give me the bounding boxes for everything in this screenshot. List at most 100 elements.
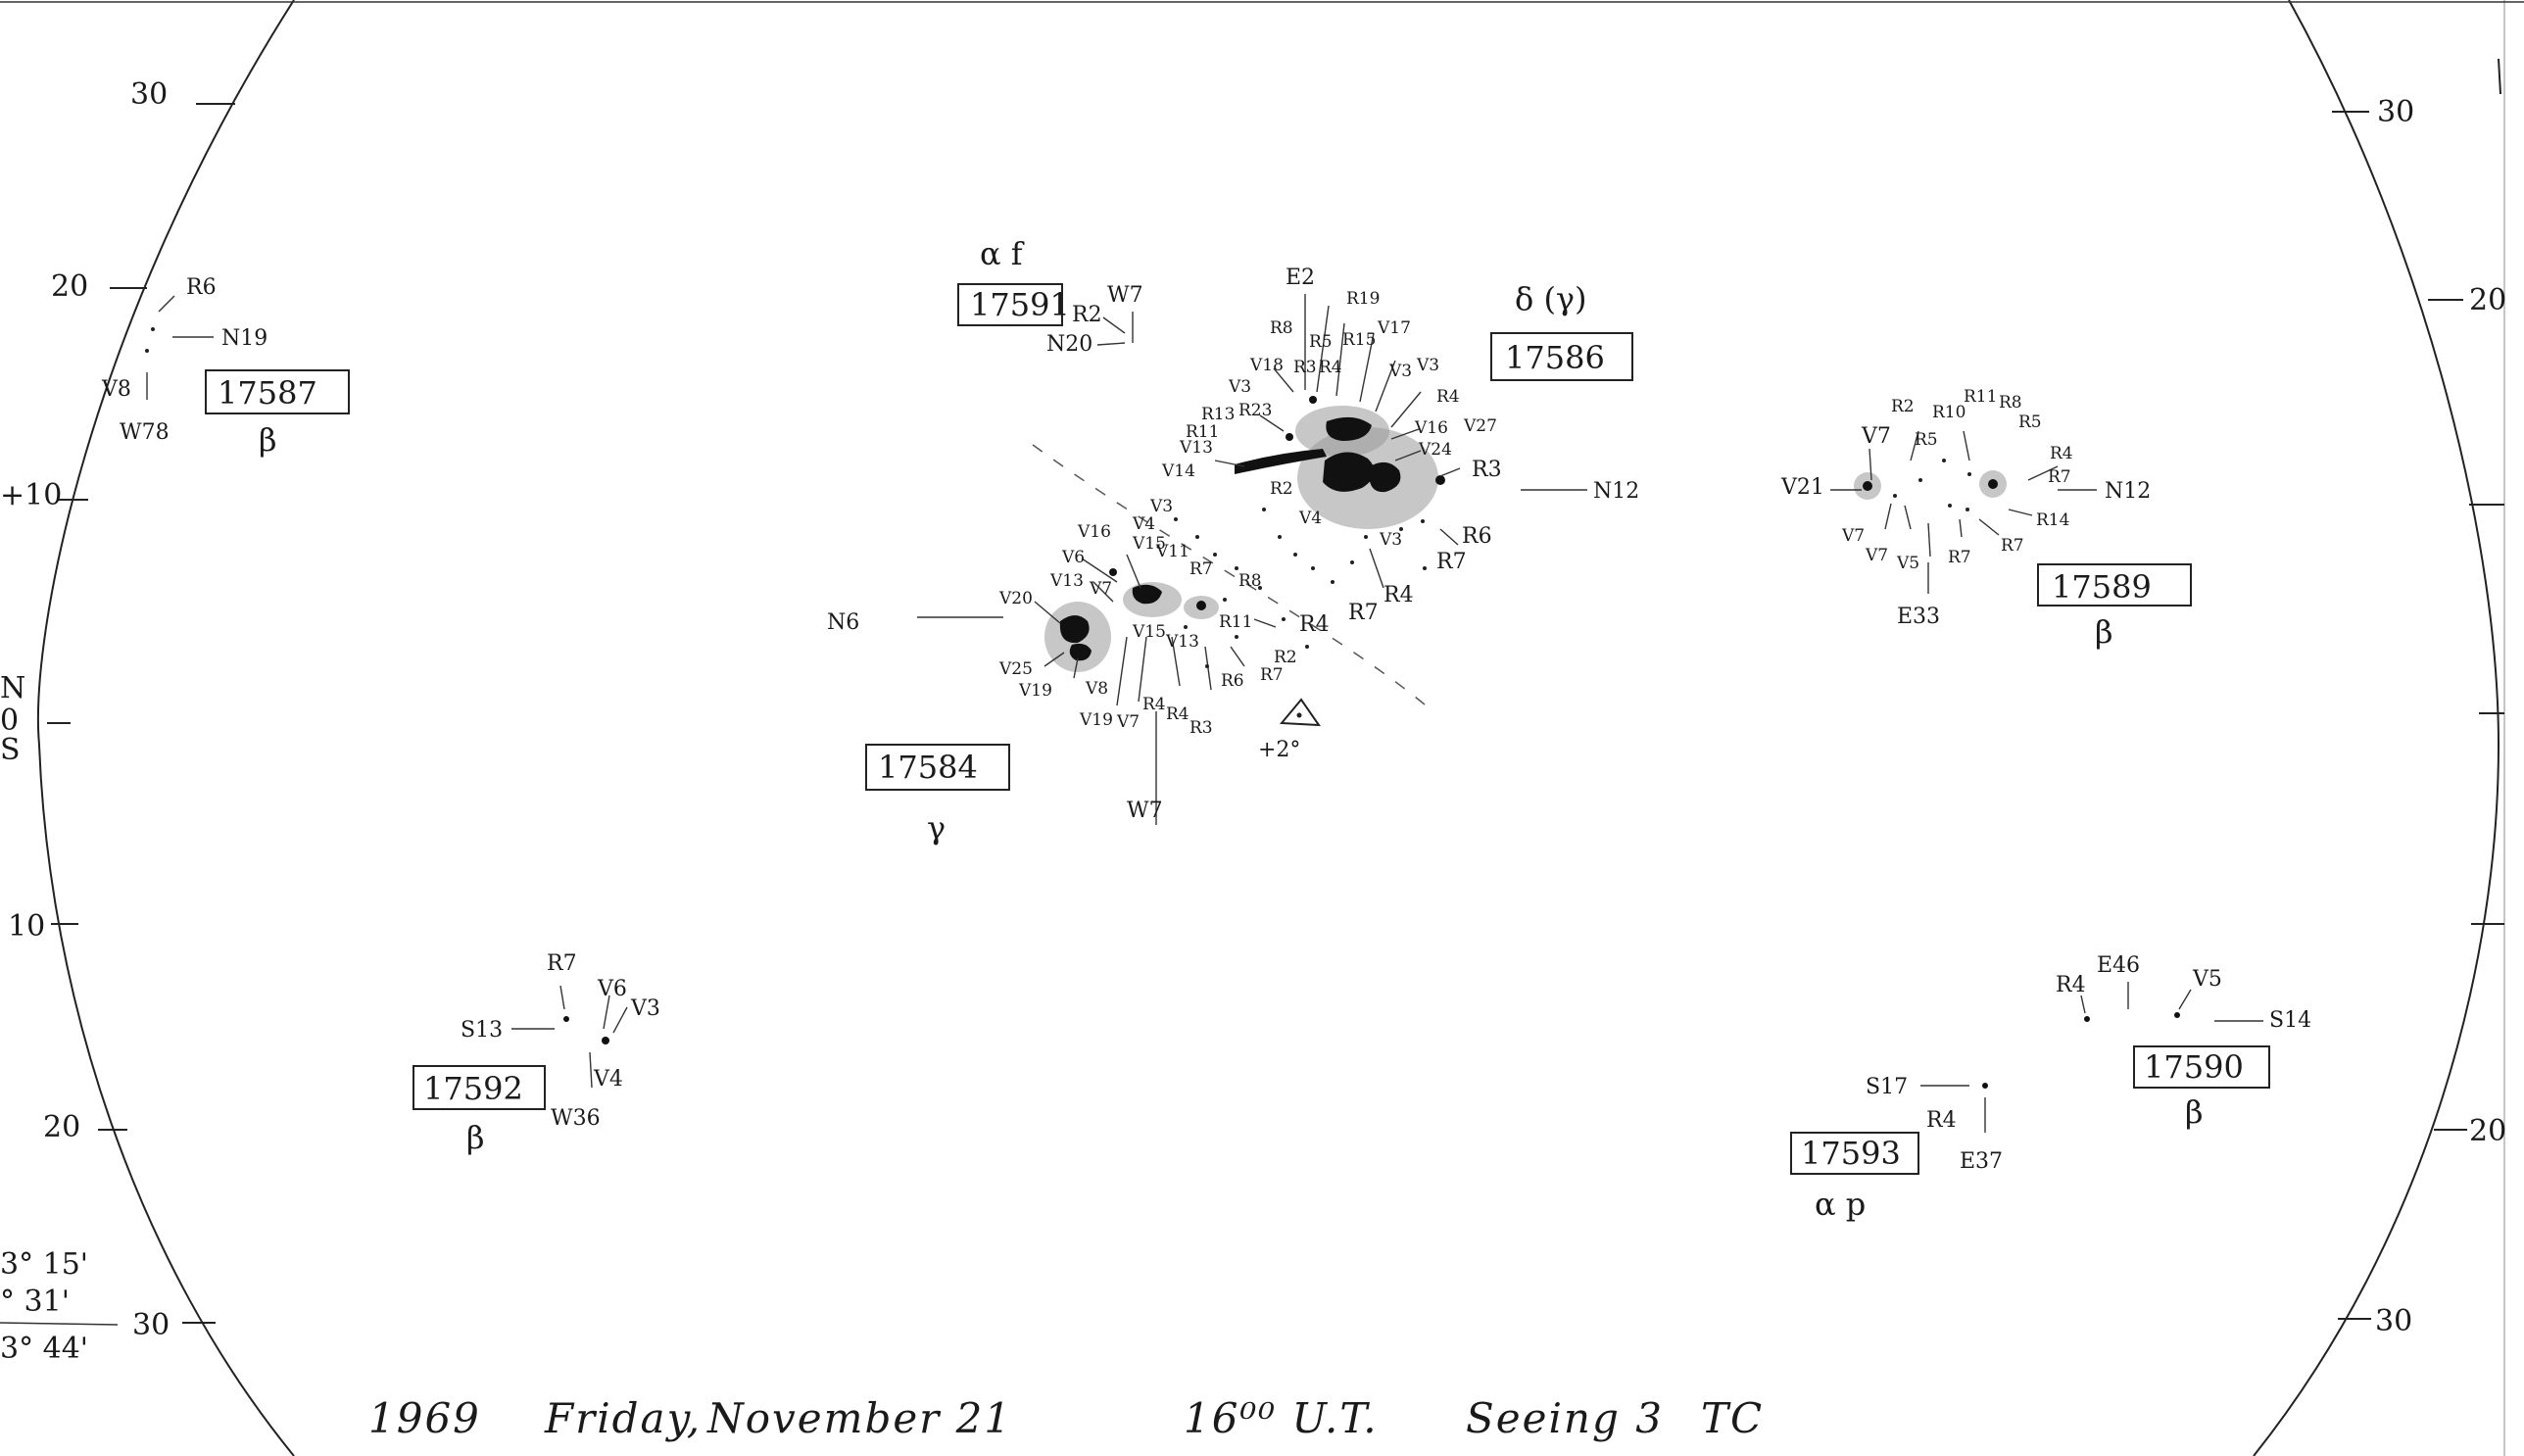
right-tick-30: 30 [2377,95,2414,129]
footer-initials: TC [1701,1394,1764,1442]
label-r5: R5 [1309,332,1333,352]
label-s13: S13 [461,1018,503,1043]
label-e37: E37 [1960,1149,2003,1174]
label-r3-c: R3 [1189,718,1213,738]
left-label-n: N [0,671,25,705]
footer-seeing: Seeing 3 [1466,1394,1664,1442]
label-r4-h: R4 [2056,973,2086,997]
region-box-17591 [957,283,1063,326]
left-tick-0: 0 [0,704,19,738]
label-r10: R10 [1932,403,1966,422]
corner-notes: 3° 15' ° 31' 3° 44' [0,1247,119,1366]
left-tick-s10: 10 [8,909,45,944]
left-tick-30: 30 [130,77,168,112]
label-v14: V14 [1161,461,1195,481]
label-r8-c: R8 [1999,393,2022,413]
label-v7-e: V7 [1865,546,1888,565]
label-r4-c: R4 [1383,583,1414,607]
footer-date: November 21 [706,1394,1012,1442]
label-n12-b: N12 [2105,479,2151,504]
label-r5-c: R5 [1915,430,1938,450]
region-box-17584 [865,744,1010,791]
left-label-s: S [0,733,21,767]
label-v16-b: V16 [1077,522,1111,542]
label-r7-b: R7 [1436,550,1467,574]
label-v24: V24 [1418,440,1452,460]
label-v15-b: V15 [1132,622,1166,642]
label-r4-g: R4 [2050,444,2073,463]
label-v3-a: V3 [1228,377,1251,397]
footer-time: 16⁰⁰ U.T. [1184,1394,1379,1442]
label-r13: R13 [1201,405,1235,424]
label-n19: N19 [221,326,267,351]
label-r2-d: R2 [1891,397,1915,416]
right-scale: 30 20 20 30 [2332,58,2506,1338]
right-tick-s30: 30 [2375,1304,2412,1338]
label-r11-b: R11 [1964,387,1997,407]
label-v13-c: V13 [1165,632,1199,652]
region-number-17592: 17592 [423,1070,523,1107]
label-w7: W7 [1107,283,1143,308]
label-r6-c: R6 [1221,671,1244,691]
corner-note-2: ° 31' [0,1285,70,1319]
region-box-17586 [1490,332,1633,381]
label-v7-c: V7 [1861,424,1891,449]
label-v8: V8 [101,377,131,402]
center-mark-label: +2° [1258,738,1300,762]
label-v18: V18 [1249,356,1284,375]
corner-note-3: 3° 44' [0,1332,88,1366]
label-r15: R15 [1342,330,1376,350]
region-17591: α f 17591 R2 W7 N20 [957,235,1143,357]
label-v11: V11 [1155,542,1189,561]
region-class-17589: β [2095,613,2113,651]
region-number-17593: 17593 [1801,1135,1901,1172]
region-number-17586: 17586 [1505,339,1605,376]
label-v5-b: V5 [2192,967,2222,992]
label-v13-b: V13 [1049,571,1084,591]
label-r7-g: R7 [1948,548,1971,567]
left-tick-s20: 20 [43,1110,80,1144]
label-r14: R14 [2036,510,2069,530]
label-r8: R8 [1270,318,1293,338]
label-v3: V3 [1149,497,1173,516]
label-r4-e: R4 [1142,695,1166,714]
label-r2: R2 [1072,303,1102,327]
region-number-17591: 17591 [970,286,1070,323]
label-v6: V6 [1061,548,1085,567]
label-r4-i: R4 [1926,1108,1957,1133]
label-v27: V27 [1463,416,1497,436]
label-r7-c: R7 [1348,601,1379,625]
label-s14: S14 [2269,1008,2311,1033]
region-class-17584: γ [927,809,946,847]
label-v17: V17 [1377,318,1411,338]
label-r7-d: R7 [1260,665,1284,685]
label-v6-b: V6 [597,977,627,1001]
label-v7: V7 [1089,579,1112,599]
label-v7-d: V7 [1841,526,1865,546]
region-class-17590: β [2185,1093,2204,1131]
region-class-17587: β [259,421,277,459]
right-tick-s20: 20 [2469,1114,2506,1148]
label-r4-a: R4 [1319,358,1342,377]
label-v3-d: V3 [1379,530,1402,550]
label-r4-d: R4 [1299,612,1330,637]
region-17587: R6 N19 V8 W78 17587 β [101,275,350,459]
region-class-17586: δ (γ) [1515,280,1587,317]
label-r2-b: R2 [1270,479,1293,499]
corner-note-1: 3° 15' [0,1247,88,1282]
label-r7-e: R7 [1189,559,1213,579]
label-r7-i: R7 [547,951,577,976]
label-v16: V16 [1414,418,1448,438]
center-mark: +2° [1258,698,1321,762]
label-e33: E33 [1897,605,1940,629]
label-w7-b: W7 [1127,799,1163,823]
dashed-meridian [1032,444,1432,710]
label-r6-b: R6 [1462,524,1492,549]
region-class-17592: β [466,1119,485,1156]
footer-year: 1969 [368,1394,481,1442]
label-w36: W36 [551,1106,601,1131]
label-v5: V5 [1896,554,1919,573]
label-v3-b: V3 [1388,362,1412,381]
label-r7-f: R7 [2048,467,2071,487]
label-v15: V15 [1132,534,1166,554]
